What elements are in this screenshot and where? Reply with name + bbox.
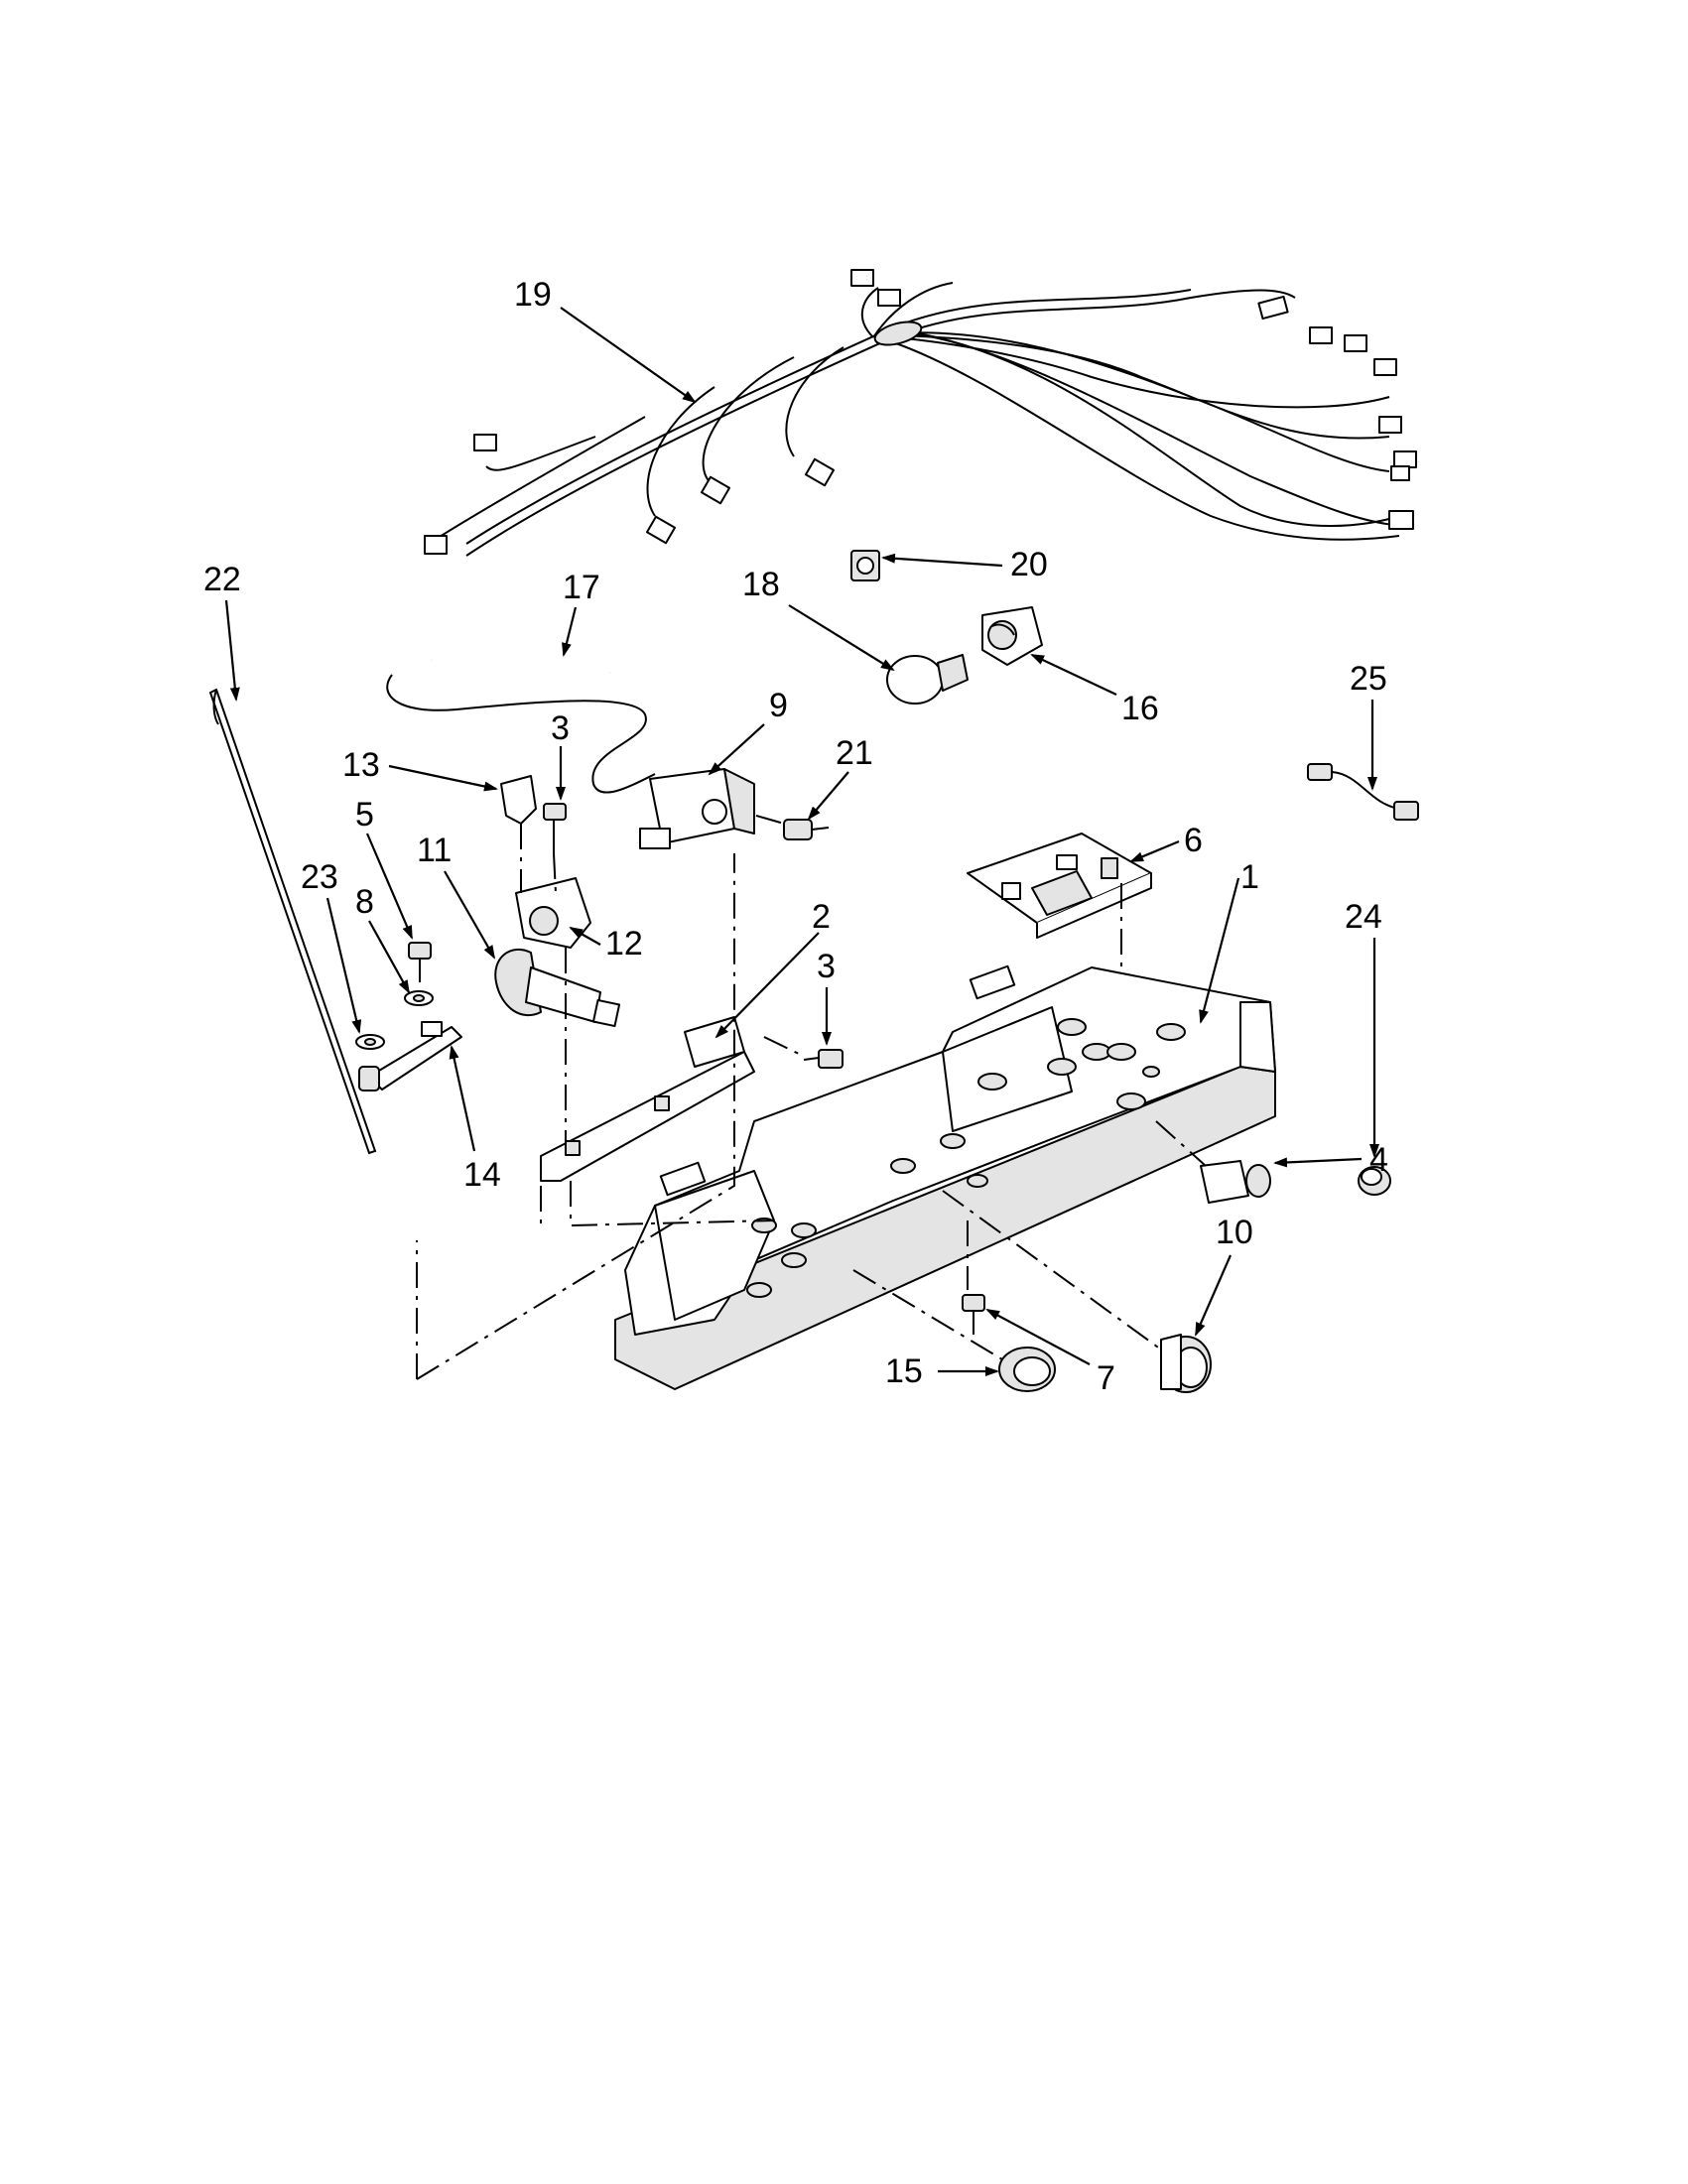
leader-1 xyxy=(1199,877,1240,1024)
guide-line xyxy=(763,1036,800,1055)
leader-11 xyxy=(444,870,495,960)
guide-line xyxy=(570,1181,775,1227)
guide-line xyxy=(553,852,557,894)
callout-15: 15 xyxy=(885,1352,923,1390)
callout-5: 5 xyxy=(355,796,374,834)
leader-20 xyxy=(881,553,1003,568)
part-7-screw xyxy=(962,1294,985,1335)
part-16-lamp-socket xyxy=(981,606,1043,666)
callout-9: 9 xyxy=(769,687,788,724)
guide-line xyxy=(416,853,735,1380)
part-3-screw-upper xyxy=(543,803,567,853)
guide-line xyxy=(755,815,785,825)
callout-4: 4 xyxy=(1369,1141,1388,1179)
callout-7: 7 xyxy=(1097,1359,1115,1397)
leader-14 xyxy=(449,1045,476,1152)
callout-3-lower: 3 xyxy=(817,948,836,985)
guide-line xyxy=(852,1269,1003,1360)
callout-23: 23 xyxy=(301,858,338,896)
leader-16 xyxy=(1030,654,1117,696)
part-8-washer xyxy=(404,990,434,1006)
callout-1: 1 xyxy=(1240,858,1259,896)
callout-18: 18 xyxy=(742,566,780,603)
leader-2 xyxy=(714,932,820,1039)
part-12-bracket xyxy=(515,877,591,949)
leader-21 xyxy=(807,771,849,821)
part-10-button xyxy=(1160,1334,1212,1393)
callout-14: 14 xyxy=(463,1156,501,1194)
part-3-screw-lower xyxy=(803,1049,844,1069)
part-4-switch xyxy=(1200,1160,1271,1204)
part-18-light-bulb xyxy=(886,654,969,705)
callout-8: 8 xyxy=(355,883,374,921)
leader-10 xyxy=(1194,1254,1233,1337)
leader-13 xyxy=(388,764,498,792)
leader-4 xyxy=(1273,1157,1363,1168)
part-2-bracket xyxy=(540,1016,755,1182)
part-17-tube xyxy=(386,655,656,794)
part-9-thermostat xyxy=(639,768,755,849)
leader-18 xyxy=(788,604,895,672)
leader-17 xyxy=(562,606,578,657)
leader-9 xyxy=(708,723,765,776)
leader-7 xyxy=(985,1309,1091,1365)
part-14-lever xyxy=(358,1021,462,1092)
callout-25: 25 xyxy=(1350,660,1387,698)
callout-24: 24 xyxy=(1345,898,1382,936)
leader-5 xyxy=(365,833,414,940)
callout-22: 22 xyxy=(203,561,241,598)
leader-19 xyxy=(560,307,697,404)
leader-12 xyxy=(569,927,601,946)
callout-17: 17 xyxy=(563,569,600,606)
part-15-button xyxy=(998,1347,1056,1392)
callout-2: 2 xyxy=(812,898,831,936)
callout-3-upper: 3 xyxy=(551,709,570,747)
callout-10: 10 xyxy=(1216,1214,1253,1251)
leader-22 xyxy=(224,599,240,702)
callout-20: 20 xyxy=(1010,546,1048,583)
part-5-screw xyxy=(408,942,432,982)
callout-21: 21 xyxy=(836,734,873,772)
part-23-washer xyxy=(355,1034,385,1050)
callout-11: 11 xyxy=(417,832,452,869)
part-25-jumper xyxy=(1307,763,1419,821)
part-11-shaft xyxy=(494,948,621,1028)
leader-8 xyxy=(368,920,410,994)
leader-23 xyxy=(325,897,362,1034)
callout-13: 13 xyxy=(342,746,380,784)
callout-6: 6 xyxy=(1184,822,1203,859)
part-24-cap xyxy=(1358,1166,1391,1196)
callout-12: 12 xyxy=(605,925,643,963)
part-6-control-board xyxy=(967,833,1152,939)
part-21-screw xyxy=(783,819,830,840)
leader-6 xyxy=(1129,839,1180,863)
callout-16: 16 xyxy=(1121,690,1159,727)
part-1-housing xyxy=(614,964,1276,1390)
callout-19: 19 xyxy=(514,276,552,314)
part-22-rod xyxy=(208,688,377,1155)
part-13-clip xyxy=(500,775,537,825)
guide-line xyxy=(1155,1120,1207,1167)
wire-harness xyxy=(424,269,1417,557)
part-20-socket xyxy=(850,550,880,581)
